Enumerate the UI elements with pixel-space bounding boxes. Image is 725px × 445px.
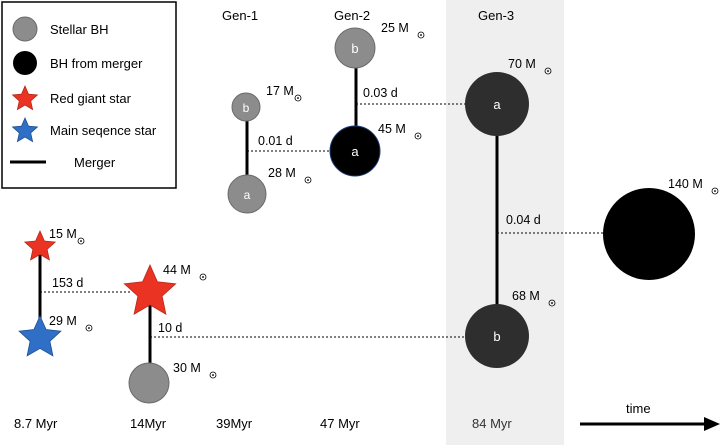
gen1-bh-a [227, 174, 267, 214]
separation-label-stars-to-gen3: 10 d [158, 321, 182, 335]
time-label-47-myr: 47 Myr [320, 416, 360, 431]
mass-value: 44 [163, 263, 177, 277]
mass-label-main-sequence: 29 M [49, 314, 93, 332]
solar-mass-icon [711, 187, 719, 195]
mass-value: 45 [378, 122, 392, 136]
gen2-bh-b-label: b [351, 41, 358, 56]
svg-text:15 M: 15 M [49, 227, 77, 241]
mass-unit: M [283, 84, 293, 98]
main-sequence-star [18, 315, 62, 357]
mass-unit: M [525, 57, 535, 71]
mass-label-gen1-b: 17 M [266, 84, 302, 102]
svg-text:140 M: 140 M [668, 177, 703, 191]
mass-value: 25 [381, 21, 395, 35]
mass-label-red-giant-large: 44 M [163, 263, 207, 281]
svg-text:28 M: 28 M [268, 166, 296, 180]
mass-value: 15 [49, 227, 63, 241]
svg-text:44 M: 44 M [163, 263, 191, 277]
gen3-band [446, 0, 564, 445]
mass-value: 28 [268, 166, 282, 180]
gen2-bh-a-label: a [351, 144, 359, 159]
gen1-bh-b-label: b [243, 101, 250, 115]
gen3-header: Gen-3 [478, 8, 514, 23]
solar-mass-icon [77, 237, 85, 245]
svg-text:30 M: 30 M [173, 361, 201, 375]
gen3-bh-a [465, 72, 529, 136]
mass-label-gen1-a: 28 M [268, 166, 312, 184]
mass-unit: M [190, 361, 200, 375]
mass-label-stellar-bh-bottom: 30 M [173, 361, 217, 379]
mass-unit: M [66, 314, 76, 328]
gen3-bh-b-label: b [493, 329, 500, 344]
legend: Stellar BH BH from merger Red giant star… [1, 1, 177, 189]
mass-unit: M [66, 227, 76, 241]
solar-mass-icon [85, 324, 93, 332]
mass-unit: M [180, 263, 190, 277]
time-label-8-7-myr: 8.7 Myr [14, 416, 58, 431]
mass-value: 68 [512, 289, 526, 303]
mass-label-gen2-b: 25 M [381, 21, 425, 39]
time-arrow-label: time [626, 401, 651, 416]
mass-value: 29 [49, 314, 63, 328]
stellar-bh-legend-icon [12, 16, 38, 42]
gen1-bh-b [231, 92, 261, 122]
mass-value: 70 [508, 57, 522, 71]
solar-mass-icon [304, 176, 312, 184]
svg-text:29 M: 29 M [49, 314, 77, 328]
red-giant-star-large [123, 264, 177, 316]
stellar-bh-bottom [128, 362, 170, 404]
solar-mass-icon [209, 371, 217, 379]
gen2-header: Gen-2 [334, 8, 370, 23]
svg-text:68 M: 68 M [512, 289, 540, 303]
red-giant-star-small [23, 230, 57, 261]
mass-value: 140 [668, 177, 689, 191]
mass-unit: M [398, 21, 408, 35]
gen3-bh-a-label: a [493, 97, 501, 112]
separation-label-gen1-to-gen2: 0.01 d [258, 134, 293, 148]
mass-label-final: 140 M [668, 177, 719, 195]
gen2-bh-b [334, 27, 376, 69]
separation-label-gen2-to-gen3: 0.03 d [363, 86, 398, 100]
final-merged-bh [603, 188, 695, 280]
separation-label-binary-stars: 153 d [52, 276, 83, 290]
mass-value: 17 [266, 84, 280, 98]
gen2-bh-a [329, 125, 381, 177]
mass-unit: M [395, 122, 405, 136]
time-label-84-myr: 84 Myr [472, 416, 512, 431]
time-arrow-icon [580, 417, 720, 431]
solar-mass-icon [414, 132, 422, 140]
mass-label-gen3-b: 68 M [512, 289, 556, 307]
mass-unit: M [529, 289, 539, 303]
legend-label-merger: Merger [74, 155, 116, 170]
main-sequence-legend-icon [11, 116, 39, 143]
solar-mass-icon [417, 31, 425, 39]
gen1-header: Gen-1 [222, 8, 258, 23]
separation-label-gen3-to-final: 0.04 d [506, 213, 541, 227]
mass-value: 30 [173, 361, 187, 375]
mass-unit: M [285, 166, 295, 180]
red-giant-legend-icon [11, 84, 39, 111]
mass-unit: M [692, 177, 702, 191]
legend-label-main-sequence: Main seqence star [50, 123, 157, 138]
legend-label-merger-bh: BH from merger [50, 56, 143, 71]
mass-label-red-giant-small: 15 M [49, 227, 85, 245]
legend-label-stellar-bh: Stellar BH [50, 22, 109, 37]
gen1-bh-a-label: a [244, 188, 251, 202]
svg-text:17 M: 17 M [266, 84, 294, 98]
time-label-39-myr: 39Myr [216, 416, 253, 431]
svg-text:25 M: 25 M [381, 21, 409, 35]
svg-text:45 M: 45 M [378, 122, 406, 136]
svg-text:70 M: 70 M [508, 57, 536, 71]
legend-label-red-giant: Red giant star [50, 91, 132, 106]
solar-mass-icon [294, 94, 302, 102]
gen3-bh-b [465, 304, 529, 368]
mass-label-gen2-a: 45 M [378, 122, 422, 140]
time-label-14-myr: 14Myr [130, 416, 167, 431]
solar-mass-icon [199, 273, 207, 281]
mass-label-gen3-a: 70 M [508, 57, 552, 75]
merger-bh-legend-icon [13, 51, 37, 75]
